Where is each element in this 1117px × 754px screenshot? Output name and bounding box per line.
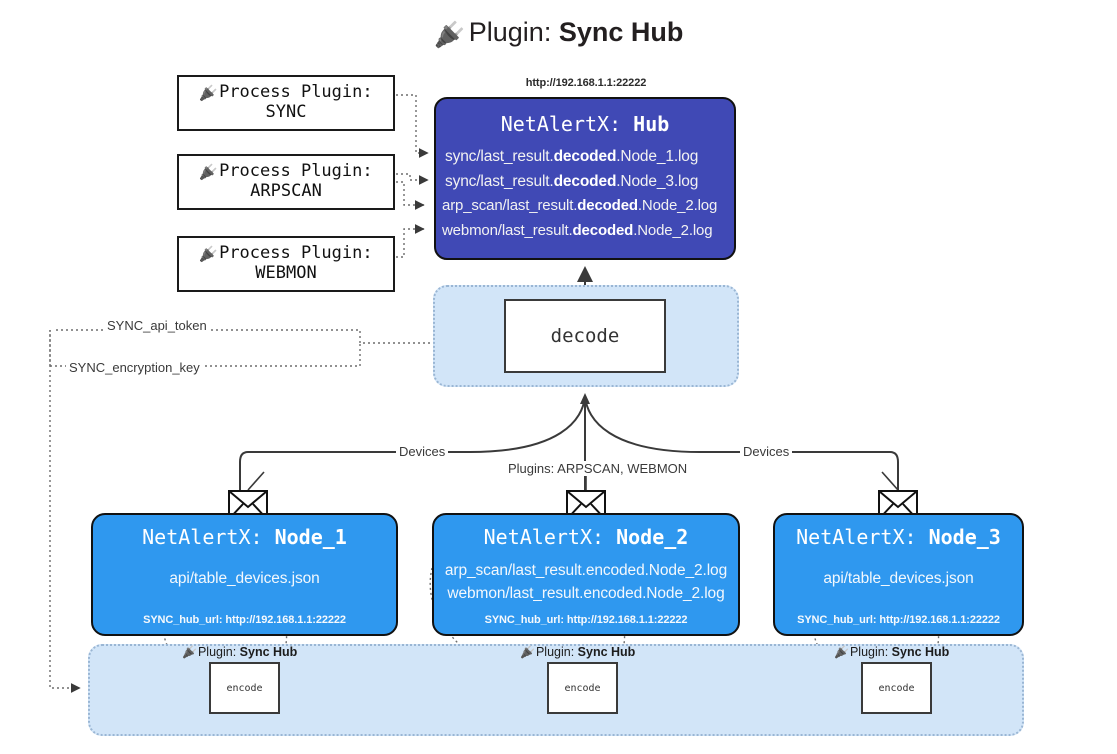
plug-icon: 🔌 xyxy=(199,83,219,102)
node-title-prefix: NetAlertX: xyxy=(796,525,929,549)
node-title-prefix: NetAlertX: xyxy=(483,525,617,549)
log-pre: sync/last_result. xyxy=(445,173,554,191)
log-post: .Node_2.log xyxy=(633,221,713,239)
log-bold: decoded xyxy=(572,221,634,239)
log-bold: decoded xyxy=(553,173,617,191)
hub-log-list: sync/last_result.decoded.Node_1.log sync… xyxy=(436,144,734,243)
plugin-tag-name: Sync Hub xyxy=(239,645,298,659)
decode-box[interactable]: decode xyxy=(504,299,666,373)
hub-url-label: http://192.168.1.1:22222 xyxy=(525,77,647,89)
process-plugin-label: Process Plugin: xyxy=(219,82,373,103)
hub-log-row: sync/last_result.decoded.Node_1.log xyxy=(436,144,734,169)
process-plugin-name: SYNC xyxy=(265,102,307,122)
encoder-plugin-tag-1: 🔌Plugin: Sync Hub xyxy=(182,645,297,659)
log-bold: decoded xyxy=(577,197,638,215)
page-title-prefix: Plugin: xyxy=(468,17,559,47)
plugin-tag-prefix: Plugin: xyxy=(535,645,578,659)
log-pre: sync/last_result. xyxy=(445,148,554,165)
encoder-plugin-tag-2: 🔌Plugin: Sync Hub xyxy=(520,645,635,659)
node-hub-url: SYNC_hub_url: http://192.168.1.1:22222 xyxy=(143,614,346,626)
plug-icon: 🔌 xyxy=(182,645,197,659)
hub-title-name: Hub xyxy=(633,112,670,136)
encode-box-1[interactable]: encode xyxy=(209,662,280,714)
process-plugin-label: Process Plugin: xyxy=(219,243,373,264)
node-artifact: arp_scan/last_result.encoded.Node_2.log xyxy=(444,562,728,579)
process-plugin-label: Process Plugin: xyxy=(219,161,373,182)
sync-encryption-key-label: SYNC_encryption_key xyxy=(66,360,203,375)
hub-title: NetAlertX: Hub xyxy=(436,112,734,136)
encode-box-3[interactable]: encode xyxy=(861,662,932,714)
log-bold: decoded xyxy=(553,148,617,165)
node-title-name: Node_1 xyxy=(274,525,347,549)
edge-label-devices-left: Devices xyxy=(396,444,449,459)
log-pre: arp_scan/last_result. xyxy=(442,197,578,215)
node-node3[interactable]: NetAlertX: Node_3 api/table_devices.json… xyxy=(773,513,1024,636)
page-title-name: Sync Hub xyxy=(558,17,684,47)
process-plugin-arpscan[interactable]: 🔌Process Plugin: ARPSCAN xyxy=(177,154,395,210)
node-title: NetAlertX: Node_1 xyxy=(93,525,396,549)
node-title: NetAlertX: Node_2 xyxy=(434,525,738,549)
plugin-tag-name: Sync Hub xyxy=(577,645,636,659)
hub-log-row: arp_scan/last_result.decoded.Node_2.log xyxy=(436,194,734,218)
node-hub-url: SYNC_hub_url: http://192.168.1.1:22222 xyxy=(484,614,688,626)
plugin-tag-prefix: Plugin: xyxy=(197,645,240,659)
node-title: NetAlertX: Node_3 xyxy=(775,525,1022,549)
log-pre: webmon/last_result. xyxy=(442,221,573,239)
plug-icon: 🔌 xyxy=(199,162,219,181)
log-post: .Node_3.log xyxy=(616,173,699,191)
plug-icon: 🔌 xyxy=(199,244,219,263)
plug-icon: 🔌 xyxy=(834,645,849,659)
process-plugin-webmon[interactable]: 🔌Process Plugin: WEBMON xyxy=(177,236,395,292)
node-artifact: webmon/last_result.encoded.Node_2.log xyxy=(447,584,725,602)
hub-node[interactable]: NetAlertX: Hub sync/last_result.decoded.… xyxy=(434,97,736,260)
plugin-tag-prefix: Plugin: xyxy=(849,645,892,659)
node-hub-url: SYNC_hub_url: http://192.168.1.1:22222 xyxy=(797,614,1000,626)
log-post: .Node_1.log xyxy=(616,148,699,165)
process-plugin-sync[interactable]: 🔌Process Plugin: SYNC xyxy=(177,75,395,131)
hub-title-prefix: NetAlertX: xyxy=(500,112,634,136)
node-artifact: api/table_devices.json xyxy=(823,570,974,587)
node-title-name: Node_3 xyxy=(928,525,1001,549)
encode-box-2[interactable]: encode xyxy=(547,662,618,714)
process-plugin-name: ARPSCAN xyxy=(250,181,322,201)
encoder-plugin-tag-3: 🔌Plugin: Sync Hub xyxy=(834,645,949,659)
node-title-prefix: NetAlertX: xyxy=(142,525,275,549)
plug-icon: 🔌 xyxy=(433,21,465,49)
sync-api-token-label: SYNC_api_token xyxy=(104,318,210,333)
node-node1[interactable]: NetAlertX: Node_1 api/table_devices.json… xyxy=(91,513,398,636)
plugin-tag-name: Sync Hub xyxy=(891,645,950,659)
process-plugin-name: WEBMON xyxy=(255,263,317,283)
plug-icon: 🔌 xyxy=(520,645,535,659)
edge-label-devices-right: Devices xyxy=(740,444,793,459)
node-node2[interactable]: NetAlertX: Node_2 arp_scan/last_result.e… xyxy=(432,513,740,636)
page-title: 🔌Plugin: Sync Hub xyxy=(0,17,1117,50)
hub-log-row: webmon/last_result.decoded.Node_2.log xyxy=(436,219,734,243)
hub-log-row: sync/last_result.decoded.Node_3.log xyxy=(436,169,734,194)
edge-label-plugins: Plugins: ARPSCAN, WEBMON xyxy=(505,461,691,476)
node-title-name: Node_2 xyxy=(616,525,689,549)
log-post: .Node_2.log xyxy=(637,197,718,215)
node-artifact: api/table_devices.json xyxy=(169,570,320,587)
